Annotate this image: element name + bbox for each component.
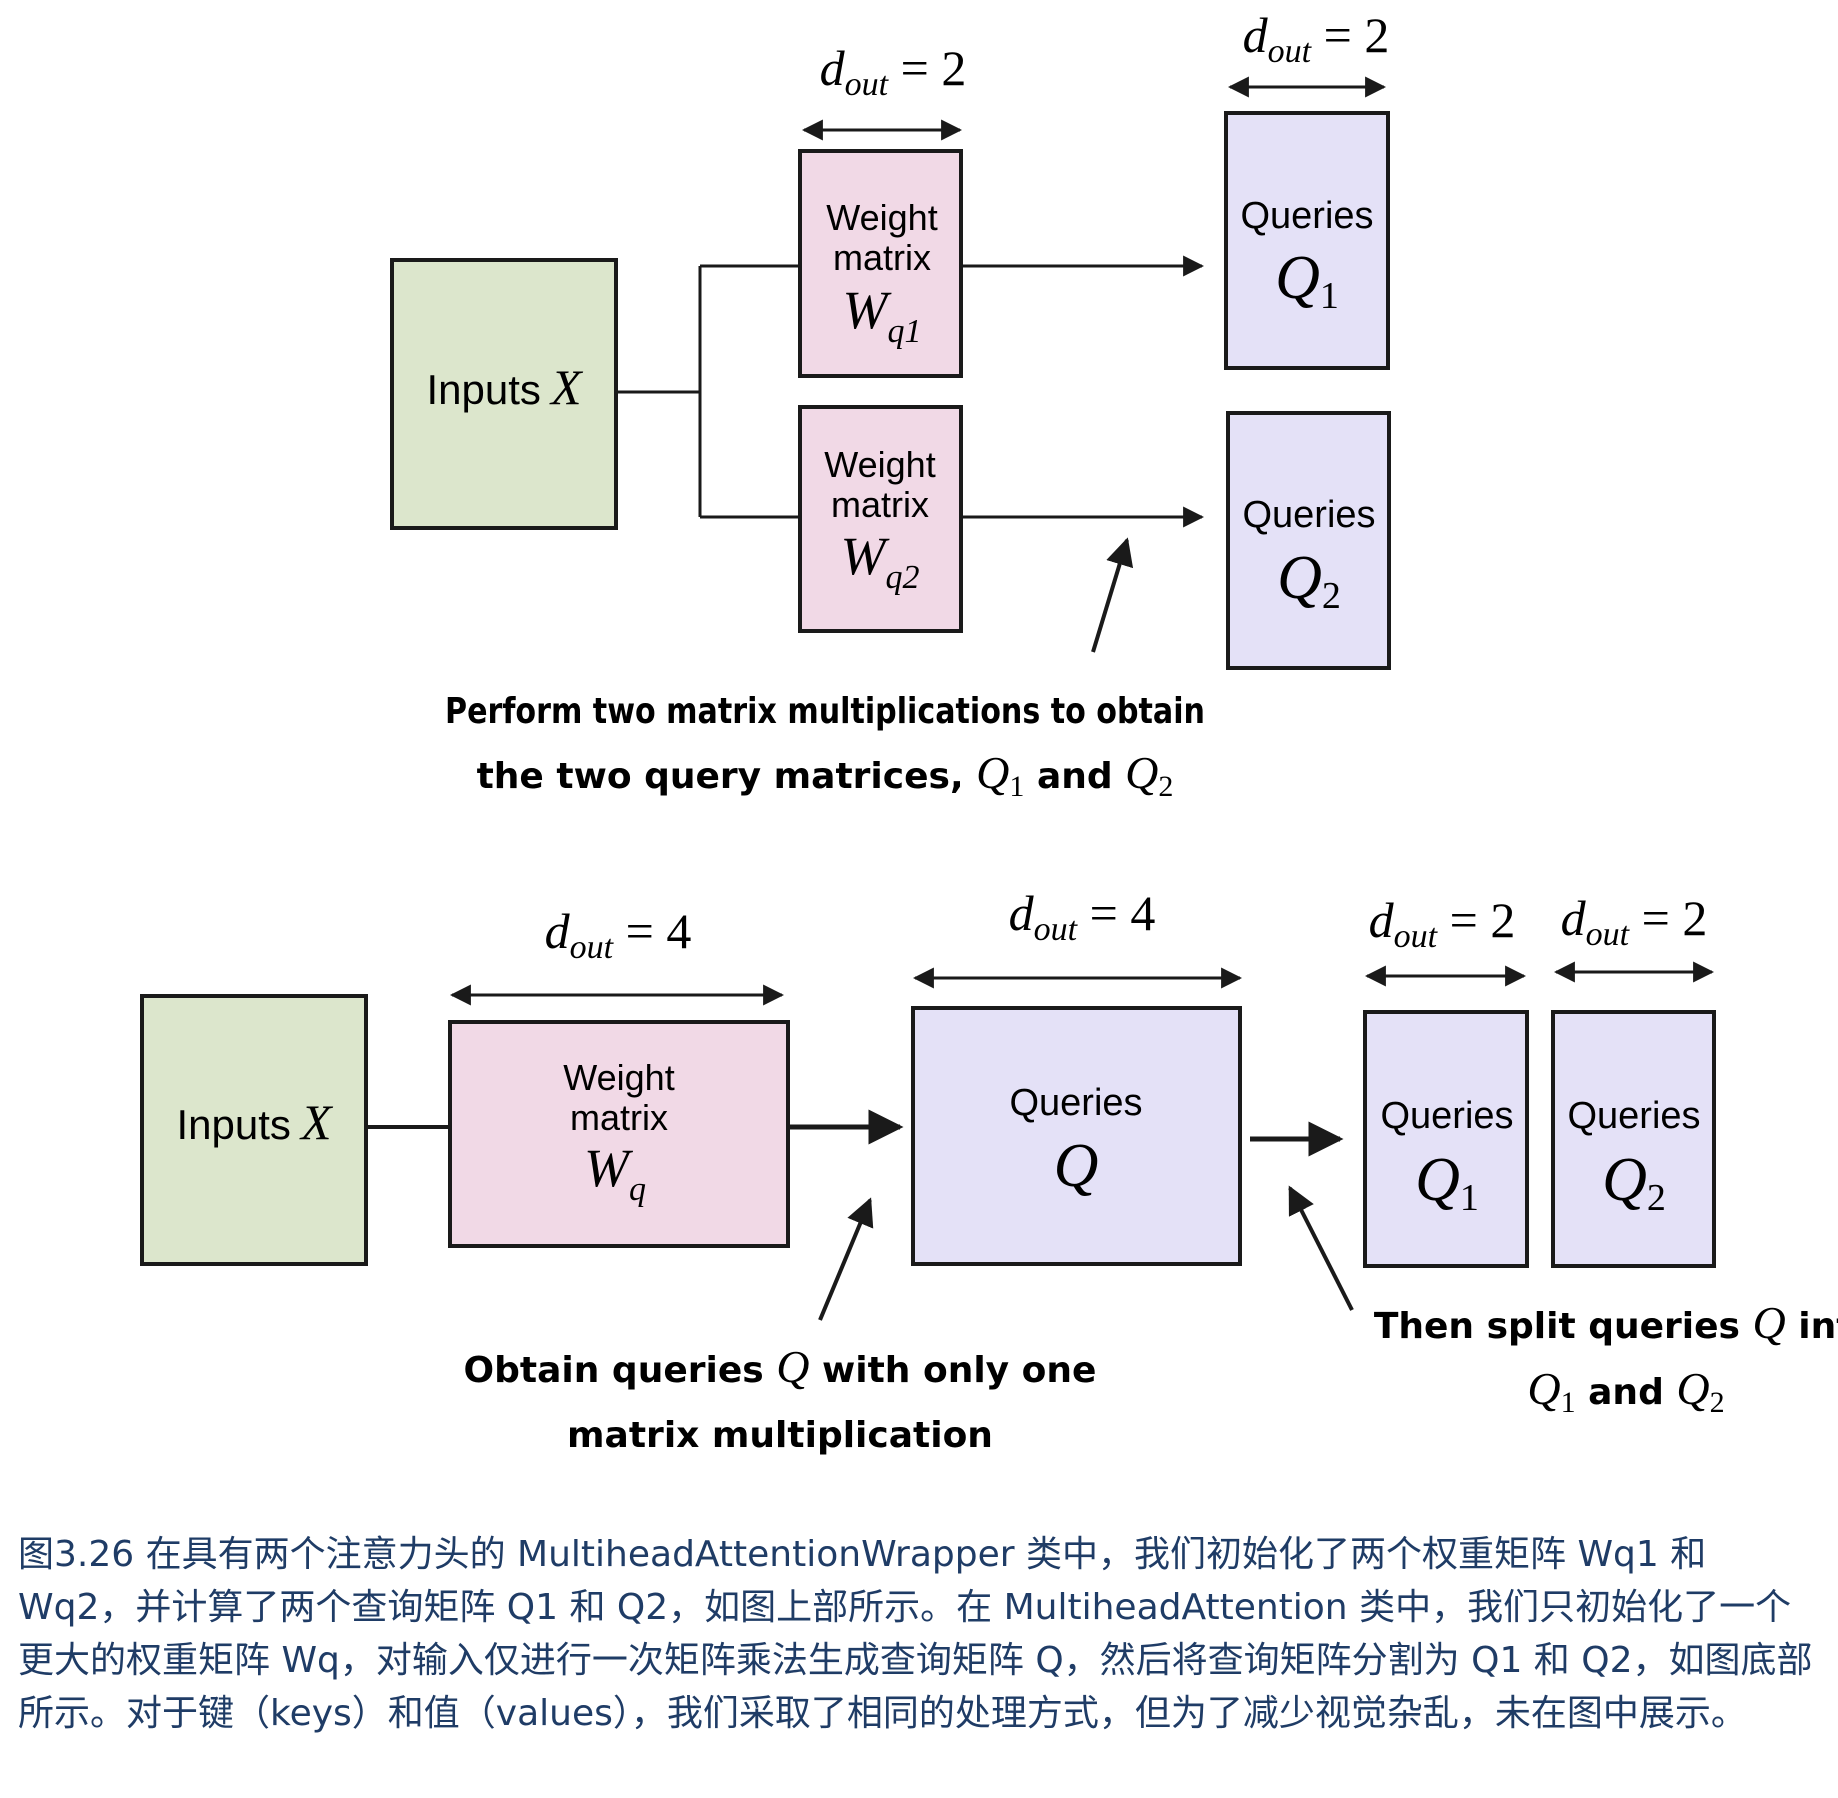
top-queries-q2: Queries Q2 — [1226, 411, 1391, 670]
bottom-dim-label-q1: dout = 2 — [1369, 892, 1516, 955]
svg-text:Q1: Q1 — [1415, 1146, 1479, 1219]
svg-text:Queries: Queries — [1240, 195, 1373, 237]
bottom-annotation-right-line1: Then split queries Q into — [1374, 1297, 1838, 1348]
svg-text:Weight: Weight — [563, 1057, 674, 1098]
top-dim-label-weight: dout = 2 — [820, 40, 967, 103]
svg-text:Queries: Queries — [1242, 494, 1375, 536]
top-annotation-line2: the two query matrices, Q1 and Q2 — [477, 747, 1174, 803]
top-weight-matrix-2: Weight matrix Wq2 — [798, 405, 963, 633]
top-dim-label-query: dout = 2 — [1243, 7, 1390, 70]
svg-text:Weight: Weight — [824, 444, 935, 485]
top-connectors — [618, 264, 798, 519]
svg-text:Q2: Q2 — [1277, 544, 1341, 617]
svg-text:Queries: Queries — [1380, 1095, 1513, 1137]
bottom-annotation-right-pointer — [1288, 1185, 1354, 1311]
svg-text:Q1: Q1 — [1275, 244, 1339, 317]
bottom-dim-label-query: dout = 4 — [1009, 885, 1156, 948]
bottom-annotation-left-line2: matrix multiplication — [567, 1415, 993, 1456]
svg-text:Queries: Queries — [1009, 1082, 1142, 1124]
top-queries-q1: Queries Q1 — [1224, 111, 1390, 370]
svg-text:Weight: Weight — [826, 197, 937, 238]
bottom-queries-q2: Queries Q2 — [1551, 1010, 1716, 1268]
svg-text:Wq1: Wq1 — [843, 280, 922, 350]
top-annotation-pointer — [1091, 537, 1134, 653]
figure-caption: 图3.26 在具有两个注意力头的 MultiheadAttentionWrapp… — [18, 1534, 1813, 1734]
svg-text:matrix: matrix — [570, 1097, 668, 1138]
svg-text:matrix: matrix — [833, 237, 931, 278]
bottom-annotation-left-pointer — [818, 1197, 874, 1321]
top-annotation-line1: Perform two matrix multiplications to ob… — [445, 691, 1205, 732]
bottom-annotation-right-line2: Q1 and Q2 — [1527, 1363, 1724, 1419]
bottom-queries-q1: Queries Q1 — [1363, 1010, 1529, 1268]
svg-text:Wq: Wq — [584, 1138, 646, 1208]
svg-text:Q: Q — [1054, 1132, 1099, 1200]
svg-text:Q2: Q2 — [1602, 1146, 1666, 1219]
svg-text:matrix: matrix — [831, 484, 929, 525]
bottom-dim-label-q2: dout = 2 — [1561, 890, 1708, 953]
bottom-queries-q: Queries Q — [911, 1006, 1242, 1266]
bottom-weight-matrix: Weight matrix Wq — [448, 1020, 790, 1248]
top-weight-matrix-1: Weight matrix Wq1 — [798, 149, 963, 378]
bottom-annotation-left-line1: Obtain queries Q with only one — [464, 1341, 1097, 1392]
svg-text:Wq2: Wq2 — [841, 526, 920, 596]
bottom-dim-label-weight: dout = 4 — [545, 903, 692, 966]
svg-text:Queries: Queries — [1567, 1095, 1700, 1137]
